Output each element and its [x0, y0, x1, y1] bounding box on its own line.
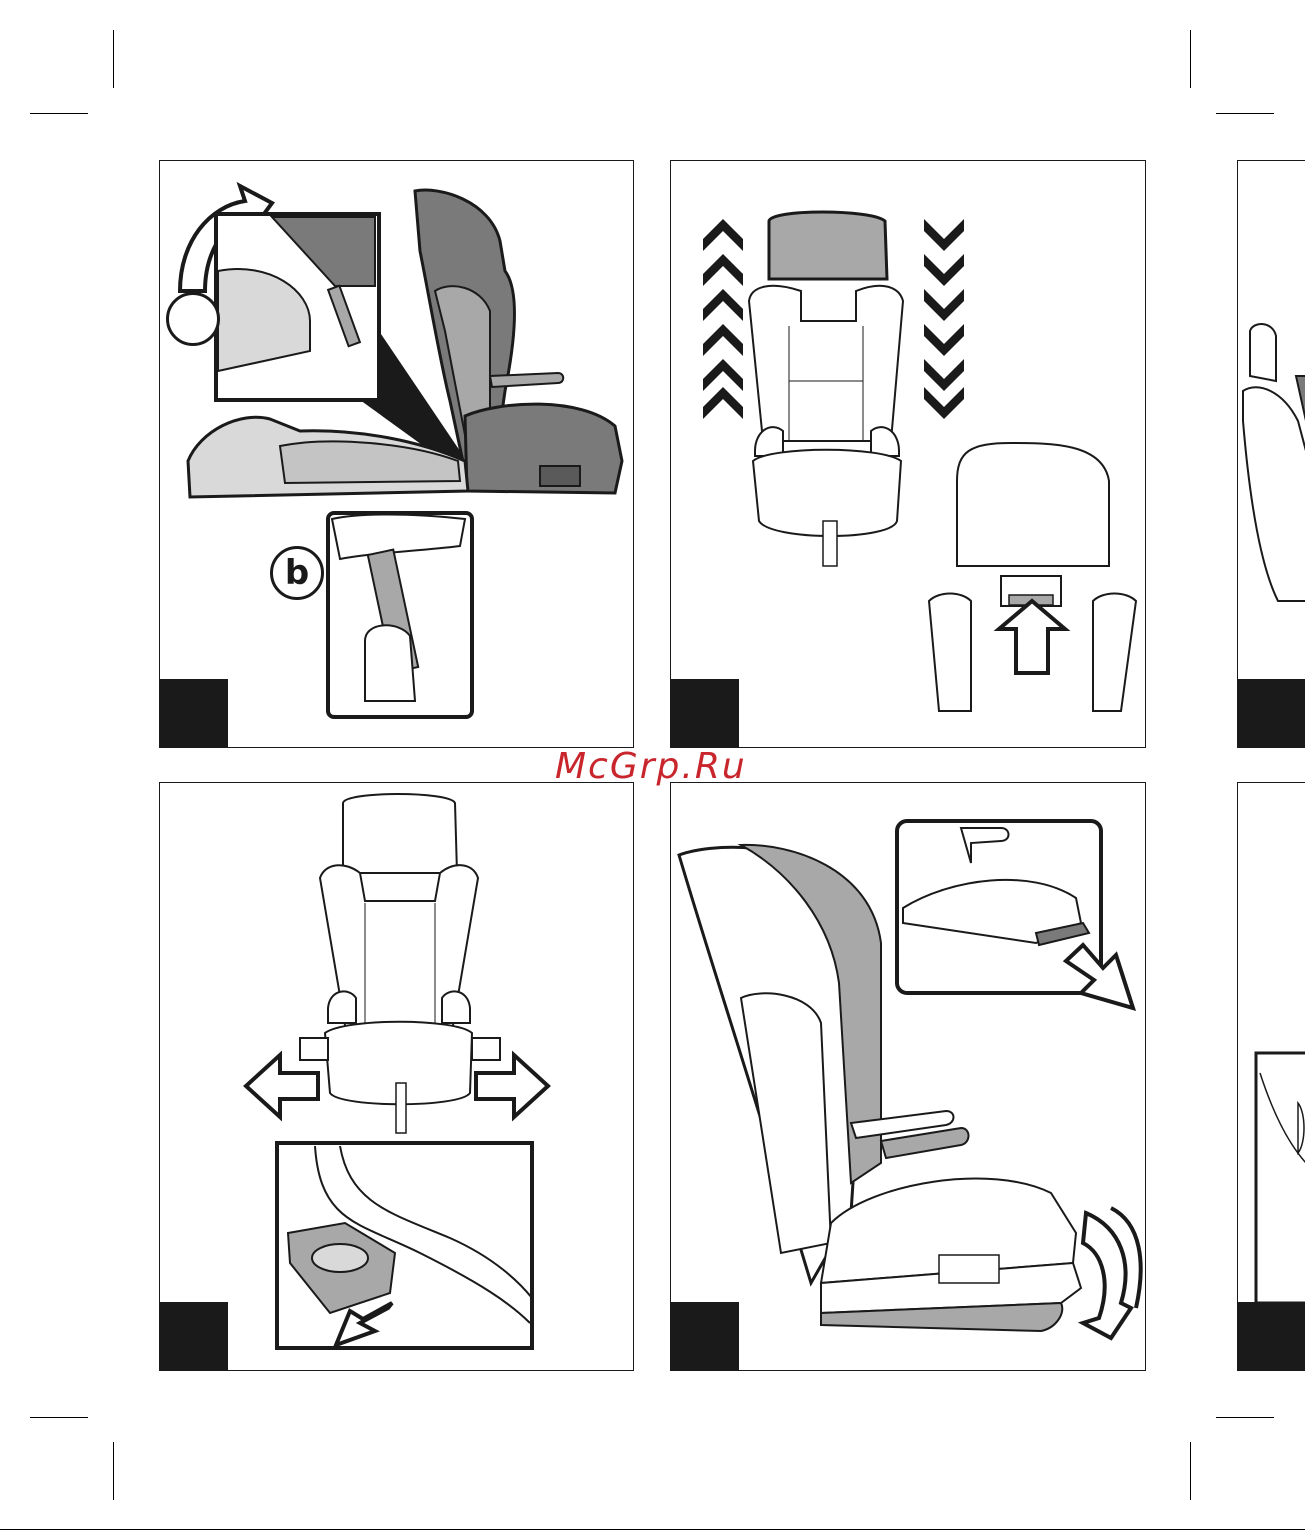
crop-mark: [1216, 1417, 1274, 1418]
panel-partial-right-bottom: [1237, 782, 1305, 1371]
panel-backrest-attach: b: [159, 160, 634, 748]
panel-cup-holders: [159, 782, 634, 1371]
callout-a: [166, 292, 220, 346]
crop-mark: [1216, 113, 1274, 114]
step-number-box: [160, 679, 228, 747]
step-number-box: [1238, 679, 1305, 747]
left-arrow-icon: [246, 1055, 318, 1117]
right-arrow-icon: [476, 1055, 548, 1117]
crop-mark: [1190, 30, 1191, 88]
down-chevrons-icon: [924, 219, 964, 419]
panel-headrest-adjust: [670, 160, 1146, 748]
crop-mark: [113, 30, 114, 88]
push-up-arrow-icon: [999, 601, 1065, 673]
partial-illustration: [1238, 161, 1305, 748]
partial-illustration: [1238, 783, 1305, 1371]
trim-line: [0, 1529, 1305, 1530]
step-number-box: [160, 1302, 228, 1370]
callout-b: b: [270, 546, 324, 600]
crop-mark: [30, 113, 88, 114]
watermark: McGrp.Ru: [555, 746, 747, 787]
crop-mark: [30, 1417, 88, 1418]
crop-mark: [113, 1442, 114, 1500]
crop-mark: [1190, 1442, 1191, 1500]
step-number-box: [1238, 1302, 1305, 1370]
panel-partial-right-top: [1237, 160, 1305, 748]
step-number-box: [671, 1302, 739, 1370]
recline-illustration: [671, 783, 1146, 1371]
step-number-box: [671, 679, 739, 747]
up-chevrons-icon: [703, 219, 743, 419]
cup-holder-illustration: [160, 783, 634, 1371]
recline-arrow-icon: [1083, 1213, 1131, 1338]
headrest-adjust-illustration: [671, 161, 1146, 748]
panel-recline: [670, 782, 1146, 1371]
backrest-attach-illustration: [160, 161, 634, 748]
